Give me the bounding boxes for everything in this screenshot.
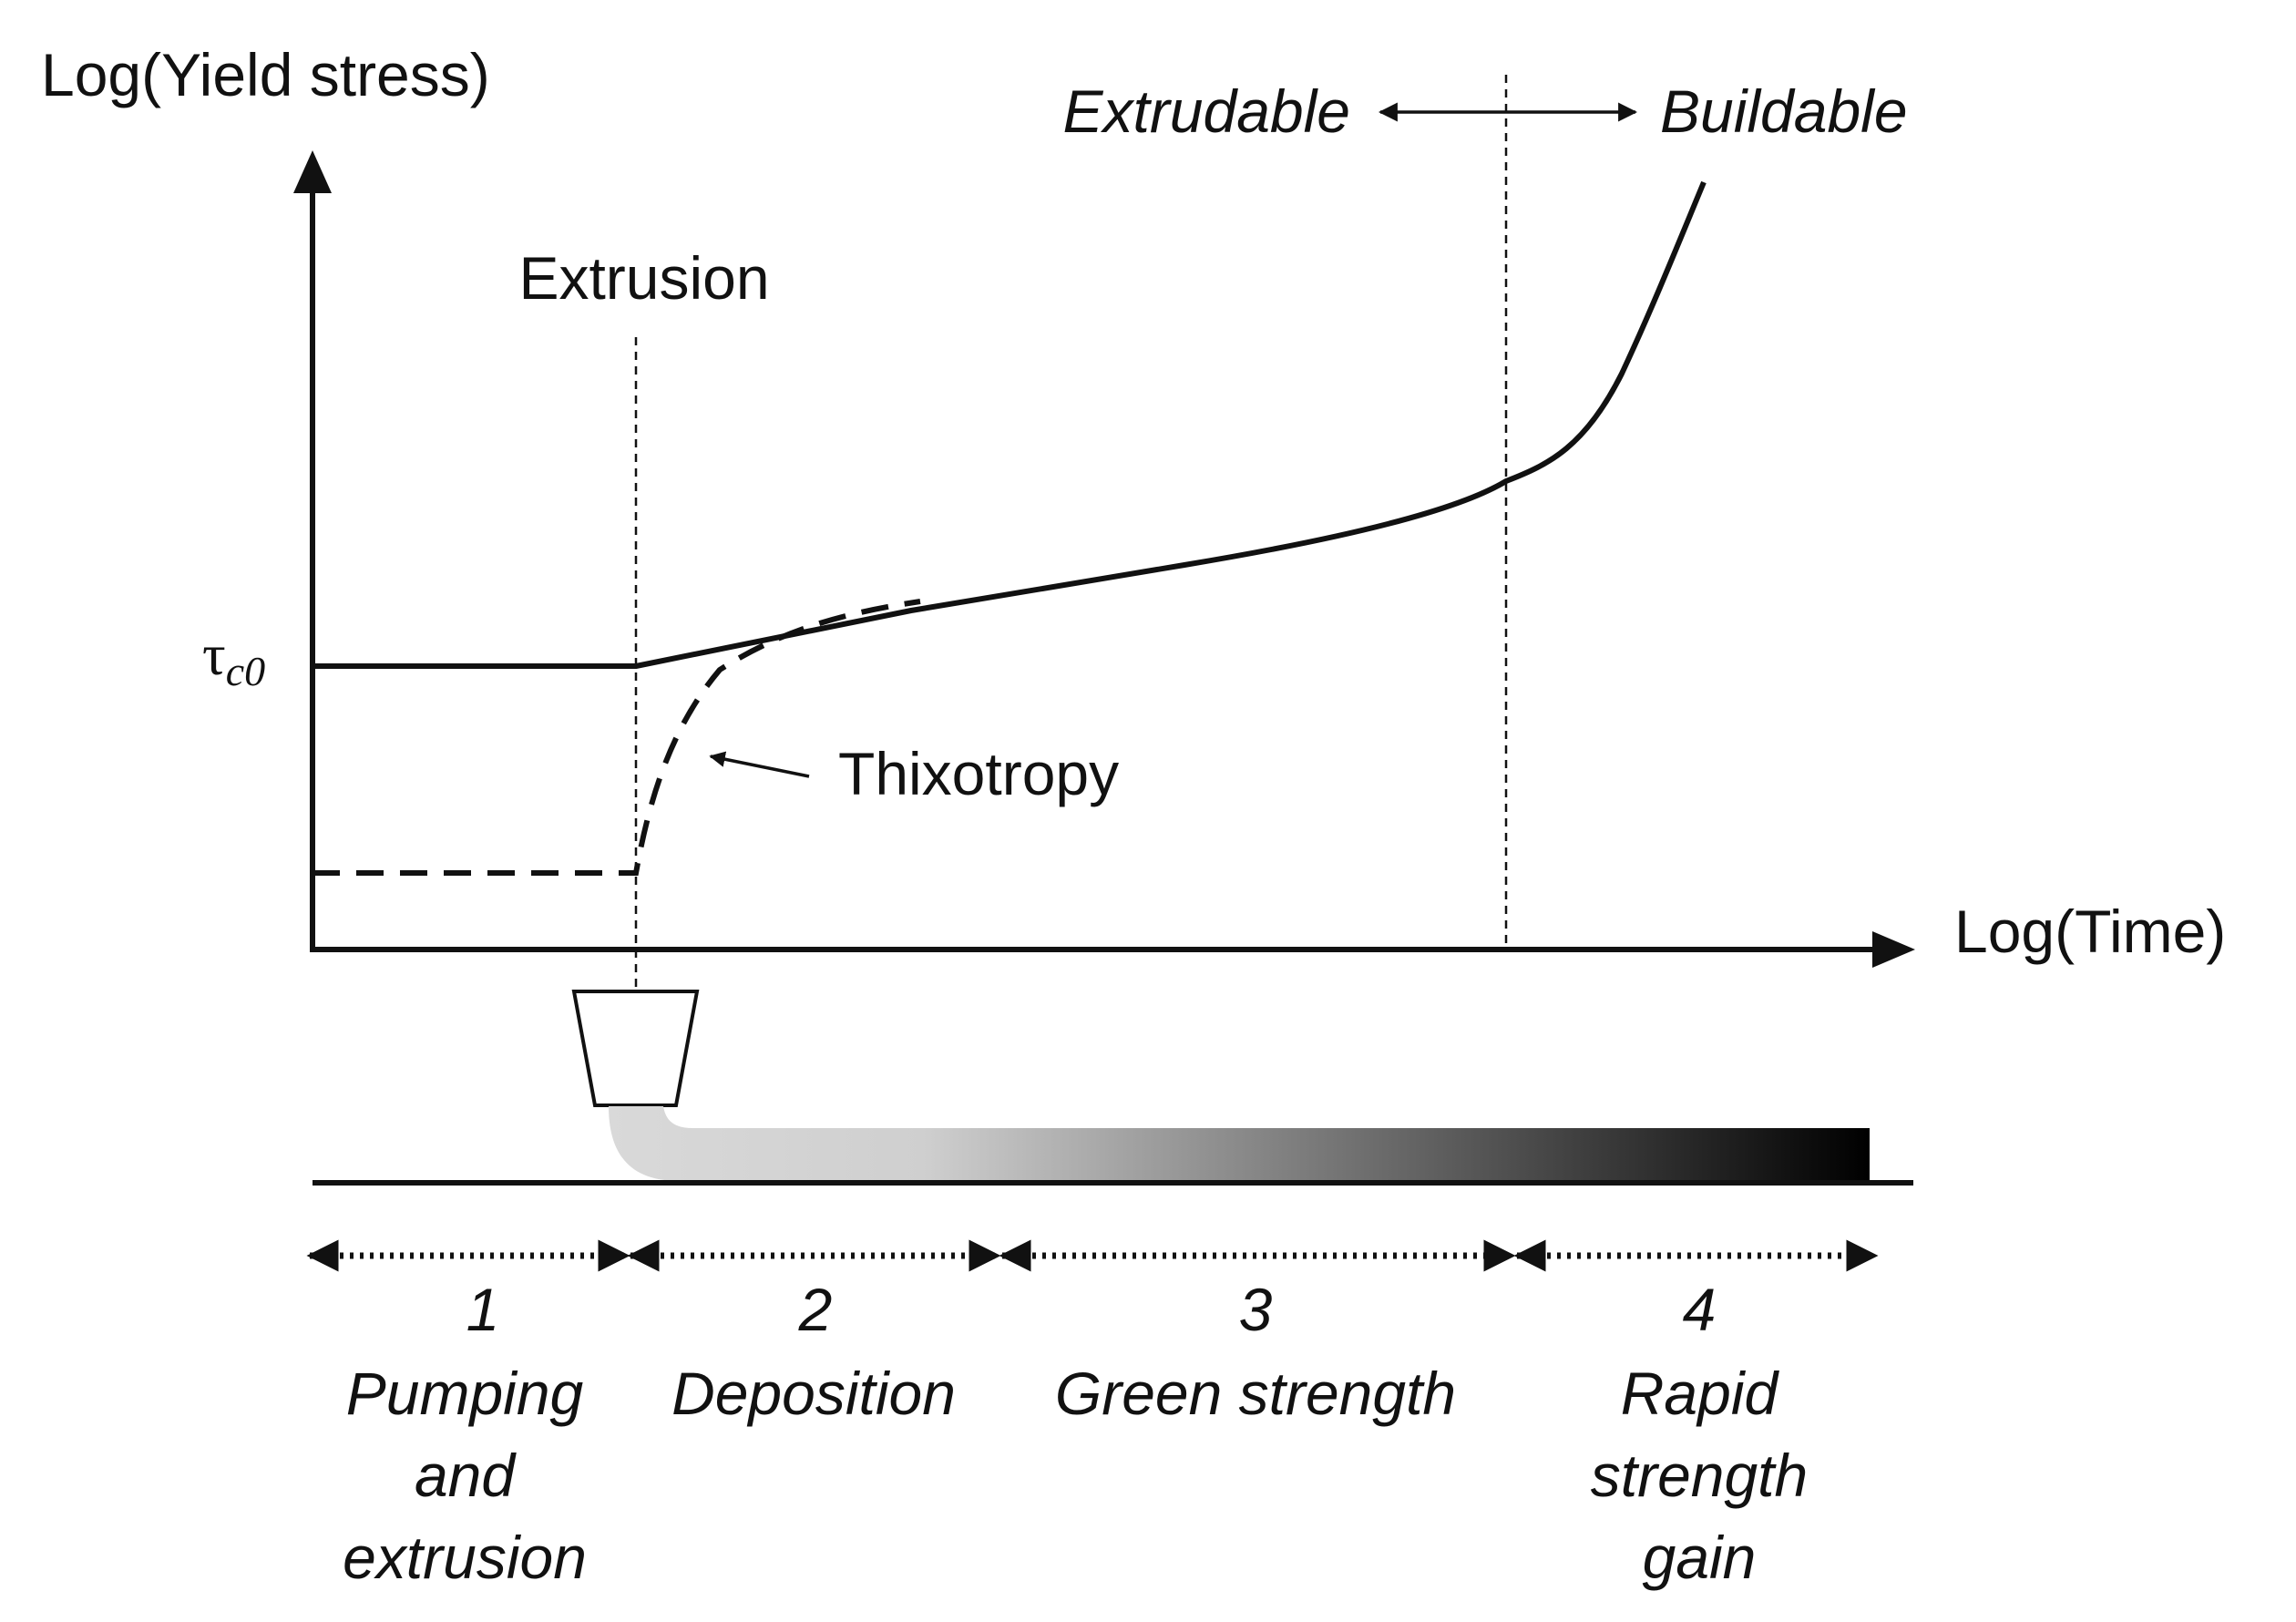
stage-1-line-3: extrusion: [343, 1524, 587, 1591]
stage-2-number: 2: [798, 1276, 833, 1343]
stage-2-label: 2 Deposition: [671, 1276, 956, 1427]
yield-stress-curve: [313, 180, 1707, 669]
stage-4-line-1: Rapid: [1621, 1360, 1780, 1427]
stage-4-label: 4 Rapid strength gain: [1591, 1276, 1808, 1591]
stage-3-line-1: Green strength: [1055, 1360, 1456, 1427]
buildable-label: Buildable: [1660, 77, 1908, 145]
stage-3-label: 3 Green strength: [1055, 1276, 1456, 1427]
tau-symbol: τ: [202, 622, 226, 687]
extrusion-label: Extrusion: [518, 244, 769, 312]
stage-4-line-3: gain: [1643, 1524, 1757, 1591]
y-axis-arrowhead: [293, 150, 332, 193]
stage-1-line-2: and: [415, 1442, 517, 1509]
stage-1-line-1: Pumping: [346, 1360, 584, 1427]
x-axis-arrowhead: [1872, 931, 1915, 968]
x-axis-label: Log(Time): [1954, 898, 2226, 965]
stage-1-number: 1: [466, 1276, 500, 1343]
printed-filament: [609, 1106, 1870, 1181]
stage-4-number: 4: [1683, 1276, 1717, 1343]
stage-2-line-1: Deposition: [671, 1360, 956, 1427]
extrudable-label: Extrudable: [1062, 77, 1350, 145]
stage-3-number: 3: [1239, 1276, 1273, 1343]
thixotropy-label: Thixotropy: [838, 740, 1119, 807]
y-tick-tau-c0: τc0: [202, 622, 265, 694]
y-axis-label: Log(Yield stress): [41, 41, 490, 108]
thixotropy-curve: [313, 599, 921, 876]
thixotropy-pointer: [709, 751, 810, 778]
tau-subscript: c0: [226, 648, 265, 694]
stage-4-line-2: strength: [1591, 1442, 1808, 1509]
stage-1-label: 1 Pumping and extrusion: [343, 1276, 587, 1591]
print-nozzle: [571, 990, 700, 1107]
